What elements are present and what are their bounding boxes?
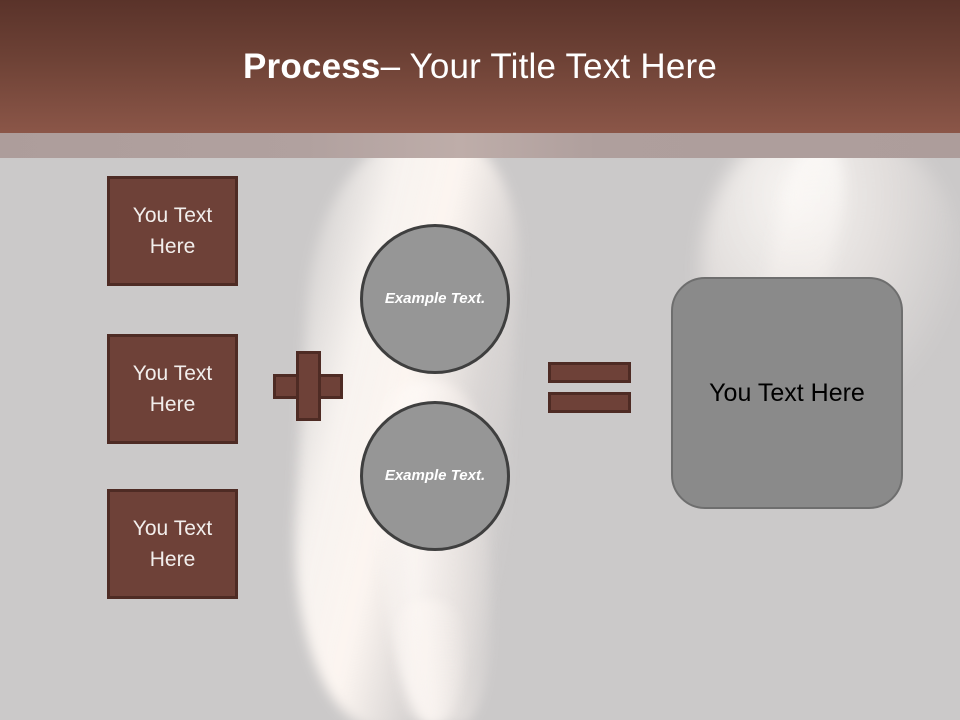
header-band bbox=[0, 0, 960, 133]
input-box-3-text: You Text Here bbox=[133, 513, 212, 576]
plus-operator-icon bbox=[273, 351, 343, 421]
example-circle-1-line1: Example bbox=[384, 290, 447, 307]
page-title-rest: – Your Title Text Here bbox=[380, 46, 718, 86]
input-box-1-line1: You Text bbox=[132, 203, 213, 227]
input-box-3[interactable]: You Text Here bbox=[107, 489, 238, 599]
input-box-1-text: You Text Here bbox=[133, 200, 212, 263]
input-box-2-line2: Here bbox=[149, 393, 196, 416]
equals-top-bar bbox=[548, 362, 631, 383]
equals-bottom-bar bbox=[548, 392, 631, 413]
input-box-2[interactable]: You Text Here bbox=[107, 334, 238, 444]
example-circle-2[interactable]: Example Text. bbox=[360, 401, 510, 551]
input-box-1-line2: Here bbox=[149, 235, 196, 258]
input-box-2-text: You Text Here bbox=[133, 358, 212, 421]
plus-center-patch bbox=[299, 377, 318, 396]
example-circle-2-line2: Text. bbox=[450, 467, 486, 484]
result-box[interactable]: You Text Here bbox=[671, 277, 903, 509]
example-circle-2-line1: Example bbox=[384, 467, 447, 484]
result-box-label: You Text Here bbox=[709, 378, 865, 407]
page-title: Process – Your Title Text Here bbox=[0, 0, 960, 133]
input-box-3-line1: You Text bbox=[132, 516, 213, 540]
subheader-band bbox=[0, 133, 960, 158]
example-circle-1-text: Example Text. bbox=[385, 287, 485, 311]
equals-operator-icon bbox=[548, 362, 631, 413]
page-title-strong: Process bbox=[242, 46, 381, 86]
example-circle-1[interactable]: Example Text. bbox=[360, 224, 510, 374]
example-circle-1-line2: Text. bbox=[450, 290, 486, 307]
example-circle-2-text: Example Text. bbox=[385, 464, 485, 488]
input-box-1[interactable]: You Text Here bbox=[107, 176, 238, 286]
input-box-2-line1: You Text bbox=[132, 361, 213, 385]
background-shape-e bbox=[395, 600, 465, 720]
input-box-3-line2: Here bbox=[149, 548, 196, 571]
